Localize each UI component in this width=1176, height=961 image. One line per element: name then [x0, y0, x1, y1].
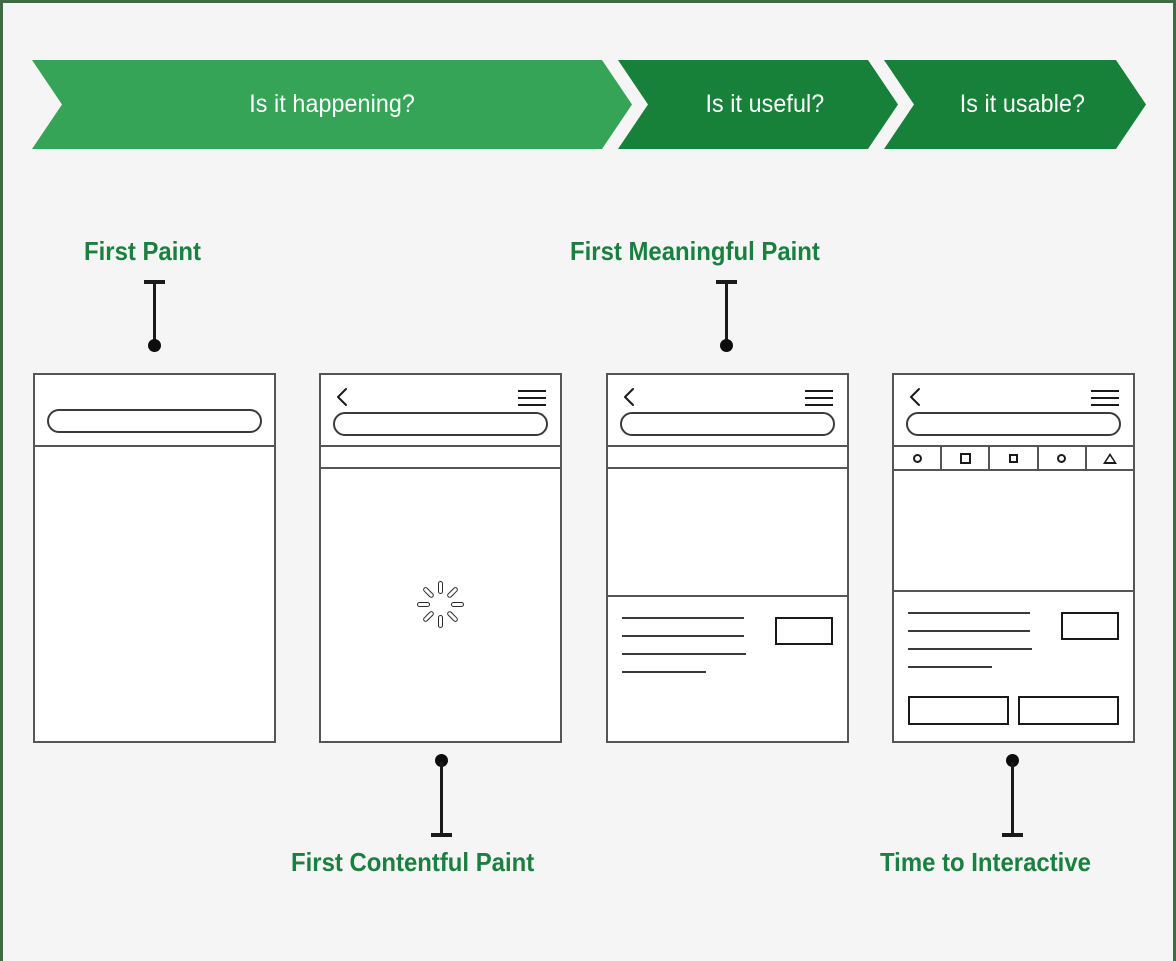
text-line	[622, 617, 744, 619]
page-viewport	[894, 471, 1133, 739]
loading-spinner-icon	[417, 580, 465, 628]
connector-stem	[725, 283, 728, 344]
content-block	[894, 590, 1133, 739]
triangle-icon	[1102, 452, 1117, 464]
action-button-right[interactable]	[1018, 696, 1119, 725]
phase-bar: Is it happening? Is it useful? Is it usa…	[32, 60, 1146, 149]
hamburger-menu-icon[interactable]	[1091, 390, 1119, 406]
media-placeholder	[1061, 612, 1119, 640]
toolbar-item-triangle[interactable]	[1087, 447, 1133, 469]
connector-first-meaningful-paint	[716, 280, 737, 352]
hamburger-bar	[518, 404, 546, 406]
page-viewport	[608, 469, 847, 739]
toolbar-item-small-square[interactable]	[990, 447, 1039, 469]
back-chevron-icon[interactable]	[335, 387, 349, 407]
connector-dot	[435, 754, 448, 767]
metric-label-first-contentful-paint: First Contentful Paint	[291, 847, 535, 877]
mock-time-to-interactive	[892, 373, 1135, 743]
connector-dot	[148, 339, 161, 352]
metric-label-time-to-interactive: Time to Interactive	[880, 847, 1091, 877]
spinner-spoke	[446, 609, 459, 623]
secondary-bar	[321, 447, 560, 469]
connector-stem	[440, 762, 443, 834]
secondary-bar	[608, 447, 847, 469]
square-icon	[959, 452, 971, 464]
metric-label-first-meaningful-paint: First Meaningful Paint	[570, 236, 820, 266]
hamburger-menu-icon[interactable]	[805, 390, 833, 406]
circle-icon	[1057, 453, 1067, 463]
spinner-spoke	[422, 609, 435, 623]
phase-label: Is it happening?	[249, 90, 415, 118]
media-placeholder	[775, 617, 833, 645]
phase-chevron-is-it-happening[interactable]: Is it happening?	[32, 60, 632, 149]
spinner-spoke	[417, 601, 430, 607]
connector-stem	[1011, 762, 1014, 834]
hamburger-bar	[518, 390, 546, 392]
page-viewport	[35, 447, 274, 741]
hamburger-bar	[805, 390, 833, 392]
phase-chevron-is-it-usable[interactable]: Is it usable?	[884, 60, 1146, 149]
mock-first-paint	[33, 373, 276, 743]
hamburger-bar	[1091, 404, 1119, 406]
phase-label: Is it usable?	[959, 90, 1085, 118]
text-line	[908, 666, 992, 668]
hamburger-bar	[1091, 390, 1119, 392]
text-line	[908, 648, 1032, 650]
hamburger-bar	[805, 404, 833, 406]
spinner-spoke	[446, 585, 459, 599]
browser-chrome-header	[321, 375, 560, 447]
browser-chrome-header	[608, 375, 847, 447]
toolbar-item-circle-2[interactable]	[1039, 447, 1087, 469]
phase-chevron-is-it-useful[interactable]: Is it useful?	[618, 60, 898, 149]
connector-time-to-interactive	[1002, 754, 1023, 837]
browser-chrome-header	[35, 375, 274, 447]
content-block	[608, 595, 847, 739]
metric-label-first-paint: First Paint	[84, 236, 201, 266]
action-button-left[interactable]	[908, 696, 1009, 725]
icon-toolbar	[894, 447, 1133, 471]
connector-cap	[144, 280, 165, 284]
text-line	[622, 635, 744, 637]
text-line	[908, 630, 1030, 632]
text-line	[622, 671, 706, 673]
spinner-spoke	[422, 585, 435, 599]
hamburger-bar	[1091, 397, 1119, 399]
connector-first-paint	[144, 280, 165, 352]
back-chevron-icon[interactable]	[622, 387, 636, 407]
action-button-row	[908, 696, 1119, 725]
page-viewport	[321, 469, 560, 739]
spinner-spoke	[451, 601, 464, 607]
connector-dot	[720, 339, 733, 352]
connector-cap	[1002, 833, 1023, 837]
hamburger-bar	[805, 397, 833, 399]
hamburger-bar	[518, 397, 546, 399]
phase-label: Is it useful?	[705, 90, 825, 118]
spinner-spoke	[438, 580, 443, 594]
hamburger-menu-icon[interactable]	[518, 390, 546, 406]
connector-stem	[153, 283, 156, 344]
toolbar-item-square[interactable]	[942, 447, 991, 469]
url-bar[interactable]	[333, 412, 548, 436]
spinner-spoke	[438, 614, 443, 628]
mock-first-contentful-paint	[319, 373, 562, 743]
connector-cap	[431, 833, 452, 837]
text-line	[622, 653, 746, 655]
url-bar[interactable]	[620, 412, 835, 436]
small-square-icon	[1009, 453, 1018, 463]
circle-icon	[912, 453, 922, 463]
text-line	[908, 612, 1030, 614]
connector-cap	[716, 280, 737, 284]
back-chevron-icon[interactable]	[908, 387, 922, 407]
connector-dot	[1006, 754, 1019, 767]
browser-chrome-header	[894, 375, 1133, 447]
connector-first-contentful-paint	[431, 754, 452, 837]
url-bar[interactable]	[47, 409, 262, 433]
toolbar-item-circle[interactable]	[894, 447, 943, 469]
mock-first-meaningful-paint	[606, 373, 849, 743]
url-bar[interactable]	[906, 412, 1121, 436]
